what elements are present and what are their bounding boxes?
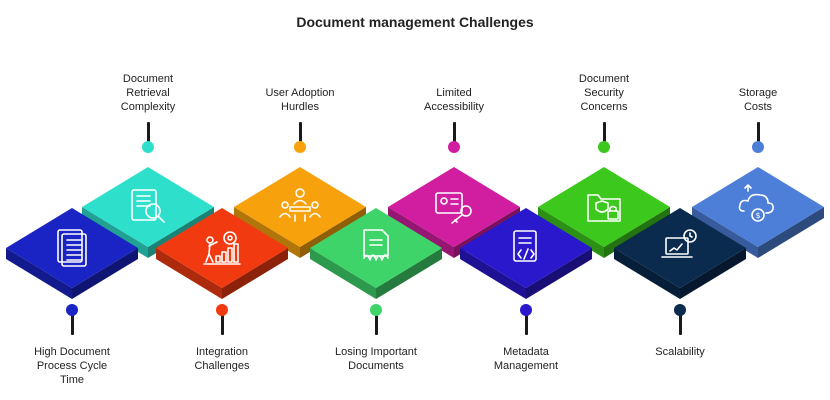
document-list-icon (57, 229, 87, 267)
marker-dot (370, 304, 382, 316)
tile-side-right (376, 248, 442, 299)
tile-burning-document (310, 208, 442, 299)
marker-dot (598, 141, 610, 153)
tile-side-left (310, 248, 376, 299)
marker-dot (520, 304, 532, 316)
tile-laptop-clock (614, 208, 746, 299)
team-meeting-icon (279, 188, 321, 222)
tile-side-right (758, 207, 824, 258)
tile-integration-gear-chart (156, 208, 288, 299)
marker-stem (70, 315, 74, 335)
diagram-title: Document management Challenges (296, 14, 534, 30)
marker-stem (678, 315, 682, 335)
integration-gear-chart-icon (203, 231, 241, 265)
marker-dot (674, 304, 686, 316)
marker-stem (374, 315, 378, 335)
challenge-label: Document Retrieval Complexity (120, 73, 176, 113)
tile-side-left (6, 248, 72, 299)
secure-folder-icon (587, 194, 621, 222)
challenge-label: User Adoption Hurdles (265, 87, 335, 113)
tile-side-left (388, 207, 454, 258)
tile-side-right (526, 248, 592, 299)
marker-stem (298, 122, 302, 142)
marker-dot (448, 141, 460, 153)
challenge-label: Integration Challenges (194, 346, 250, 372)
challenge-label: High Document Process Cycle Time (34, 346, 110, 386)
code-document-icon (513, 230, 537, 262)
marker-dot (142, 141, 154, 153)
tile-top (692, 167, 824, 247)
tile-top (538, 167, 670, 247)
tile-side-left (156, 248, 222, 299)
tile-document-list (6, 208, 138, 299)
challenge-label: Scalability (655, 346, 705, 358)
challenge-label: Losing Important Documents (335, 346, 417, 372)
laptop-clock-icon (661, 229, 697, 258)
burning-document-icon (363, 229, 389, 261)
tile-top (6, 208, 138, 288)
tile-top (156, 208, 288, 288)
document-search-icon (131, 189, 165, 223)
marker-dot (216, 304, 228, 316)
tile-side-right (222, 248, 288, 299)
tile-code-document (460, 208, 592, 299)
tile-top (460, 208, 592, 288)
challenge-label: Limited Accessibility (424, 87, 484, 113)
tile-top (388, 167, 520, 247)
marker-dot (294, 141, 306, 153)
marker-dot (752, 141, 764, 153)
tile-side-left (614, 248, 680, 299)
id-card-key-icon (435, 192, 472, 224)
tile-side-left (460, 248, 526, 299)
challenge-label: Metadata Management (493, 346, 559, 372)
marker-stem (452, 122, 456, 142)
marker-stem (524, 315, 528, 335)
challenge-label: Document Security Concerns (578, 73, 630, 113)
tile-side-left (234, 207, 300, 258)
marker-stem (146, 122, 150, 142)
tile-top (614, 208, 746, 288)
marker-stem (220, 315, 224, 335)
tile-side-left (538, 207, 604, 258)
tile-top (310, 208, 442, 288)
challenge-label: Storage Costs (738, 87, 778, 113)
cloud-cost-icon: $ (738, 184, 774, 222)
marker-dot (66, 304, 78, 316)
tile-side-right (680, 248, 746, 299)
tile-cloud-cost: $ (692, 167, 824, 258)
marker-stem (756, 122, 760, 142)
svg-text:$: $ (755, 211, 760, 220)
tile-side-left (692, 207, 758, 258)
marker-stem (602, 122, 606, 142)
tile-side-right (72, 248, 138, 299)
